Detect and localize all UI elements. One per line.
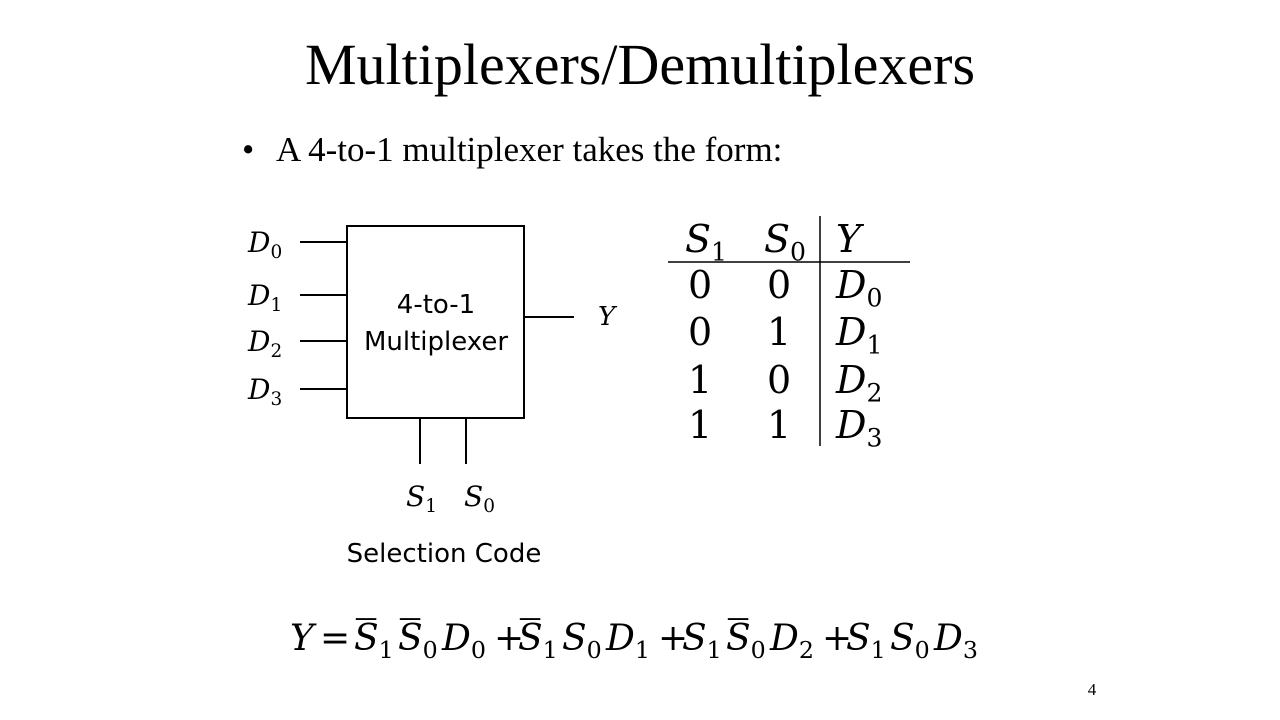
mux-label-line2: Multiplexer	[364, 327, 508, 357]
equation-term-3-factor-0: S1	[846, 618, 886, 664]
input-wires	[300, 241, 574, 464]
input-label-d0: D0	[247, 226, 282, 263]
truth-table-cell-r1-c1: 1	[767, 310, 791, 354]
truth-table-header-1: S0	[764, 217, 806, 266]
output-label-y: Y	[598, 302, 618, 332]
multiplexer-block: 4-to-1 Multiplexer	[346, 225, 525, 419]
equation-term-2-factor-2: D2	[769, 618, 814, 664]
truth-table-cell-r1-c2: D1	[835, 310, 882, 359]
equation-term-1-factor-2: D1	[605, 618, 650, 664]
equation-equals: =	[320, 618, 350, 659]
select-label-s1: S1	[406, 480, 437, 517]
truth-table-headers: S1 S0 Y	[685, 217, 865, 266]
mux-output-label: Y	[598, 302, 618, 332]
selection-code-label: Selection Code	[347, 539, 542, 569]
bullet-item: • A 4-to-1 multiplexer takes the form:	[242, 128, 782, 172]
equation-plus-2: +	[658, 618, 688, 659]
equation-term-3-factor-2: D3	[933, 618, 978, 664]
truth-table-cell-r2-c0: 1	[688, 358, 712, 402]
slide-title: Multiplexers/Demultiplexers	[304, 32, 976, 97]
equation-term-2-factor-1: S0	[726, 618, 766, 664]
truth-table-header-2: Y	[836, 217, 865, 261]
truth-table-cell-r3-c2: D3	[835, 403, 882, 452]
mux-select-labels: S1 S0	[406, 480, 495, 517]
truth-table-cell-r0-c2: D0	[835, 263, 882, 312]
page-number: 4	[1088, 680, 1097, 699]
truth-table-cell-r2-c1: 0	[767, 358, 791, 402]
input-label-d3: D3	[247, 373, 282, 410]
mux-label-line1: 4-to-1	[397, 290, 475, 320]
select-label-s0: S0	[464, 480, 495, 517]
bullet-dot: •	[242, 130, 255, 169]
truth-table-cell-r1-c0: 0	[688, 310, 712, 354]
equation-term-1-factor-0: S1	[518, 618, 558, 664]
truth-table-cell-r2-c2: D2	[835, 358, 882, 407]
bullet-text: A 4-to-1 multiplexer takes the form:	[276, 130, 783, 169]
equation-term-0-factor-0: S1	[354, 618, 394, 664]
input-label-d1: D1	[247, 279, 282, 316]
equation-term-2-factor-0: S1	[682, 618, 722, 664]
truth-table-cell-r3-c0: 1	[688, 403, 712, 447]
equation-term-3-factor-1: S0	[890, 618, 930, 664]
equation-plus-3: +	[822, 618, 852, 659]
input-label-d2: D2	[247, 325, 282, 362]
equation-term-0-factor-1: S0	[398, 618, 438, 664]
truth-table-cell-r0-c0: 0	[688, 263, 712, 307]
equation-term-1-factor-1: S0	[562, 618, 602, 664]
equation-lhs: Y	[290, 618, 317, 659]
truth-table-cell-r3-c1: 1	[767, 403, 791, 447]
equation-plus-1: +	[494, 618, 524, 659]
equation-term-0-factor-2: D0	[441, 618, 486, 664]
truth-table-header-0: S1	[685, 217, 727, 266]
truth-table-cell-r0-c1: 0	[767, 263, 791, 307]
mux-box	[346, 225, 525, 419]
